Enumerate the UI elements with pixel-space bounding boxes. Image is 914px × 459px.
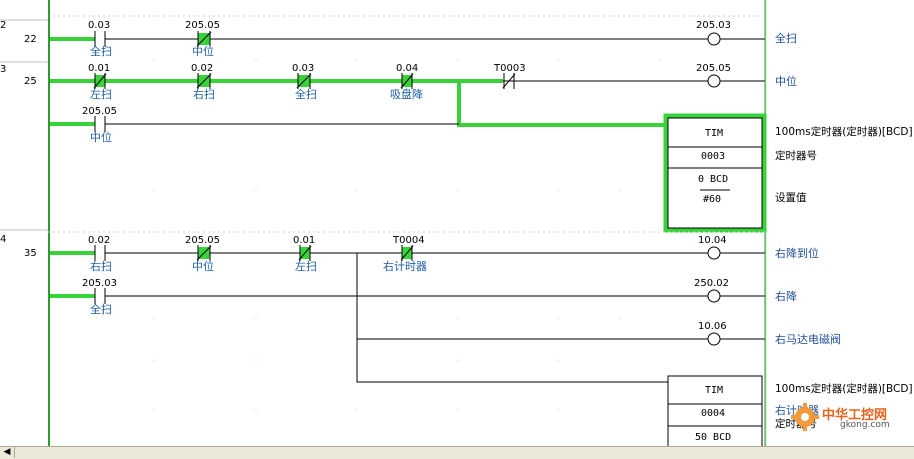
contact-no-0.04[interactable] — [400, 73, 414, 89]
contact-nc-t0004[interactable] — [400, 245, 414, 261]
timer-comment: 100ms定时器(定时器)[BCD] — [775, 382, 913, 395]
contact-no-0.02[interactable] — [196, 73, 212, 89]
timer-number: 0003 — [701, 151, 725, 162]
coil-10.04[interactable] — [707, 246, 721, 260]
rung-step: 22 — [24, 34, 37, 45]
contact-label: 中位 — [192, 44, 214, 58]
timer-set-value: #60 — [703, 194, 721, 205]
timer-set-label: 设置值 — [775, 191, 807, 204]
rung-index: 2 — [0, 20, 6, 31]
contact-no-0.02[interactable] — [94, 245, 106, 261]
rung-index: 3 — [0, 64, 6, 75]
rung-index: 4 — [0, 234, 6, 245]
contact-no-0.03[interactable] — [296, 73, 312, 89]
timer-set-type: 50 BCD — [695, 432, 731, 443]
coil-comment: 中位 — [775, 74, 797, 88]
contact-address: 0.04 — [396, 63, 418, 74]
contact-nc-205.05[interactable] — [196, 245, 212, 261]
contact-label: 左扫 — [90, 88, 112, 101]
timer-comment: 100ms定时器(定时器)[BCD] — [775, 125, 913, 138]
contact-no-0.03[interactable] — [94, 31, 106, 47]
contact-address: T0004 — [392, 235, 425, 246]
grid-dots — [153, 59, 661, 411]
timer-number-label: 定时器号 — [775, 149, 817, 162]
contact-address: 205.05 — [82, 106, 117, 117]
contact-no-205.03[interactable] — [94, 288, 106, 304]
contact-label: 吸盘降 — [390, 87, 423, 101]
contact-address: 0.03 — [88, 20, 110, 31]
contact-nc-205.05[interactable] — [196, 31, 212, 47]
coil-comment: 右降到位 — [775, 246, 819, 260]
contact-label: 右扫 — [193, 87, 215, 101]
watermark: 中华工控网 gkong.com — [790, 400, 910, 440]
contact-no-205.05[interactable] — [94, 116, 106, 132]
rung-step: 25 — [24, 76, 37, 87]
watermark-site-name: 中华工控网 — [822, 408, 888, 423]
contact-nc-t0003[interactable] — [502, 73, 516, 89]
timer-set-type: 0 BCD — [698, 174, 728, 185]
contact-address: T0003 — [493, 63, 526, 74]
timer-block-0004[interactable] — [667, 375, 763, 457]
branch-wire — [356, 253, 668, 383]
coil-comment: 右降 — [775, 289, 797, 303]
coil-10.06[interactable] — [707, 332, 721, 346]
coil-250.02[interactable] — [707, 289, 721, 303]
contact-address: 205.05 — [185, 20, 220, 31]
coil-address: 205.05 — [696, 63, 731, 74]
contact-no-0.01[interactable] — [93, 73, 107, 89]
scroll-left-arrow-icon[interactable]: ◀ — [0, 447, 15, 458]
contact-label: 全扫 — [295, 87, 317, 101]
watermark-url: gkong.com — [840, 420, 890, 430]
gear-logo-icon — [791, 403, 819, 431]
coil-comment: 全扫 — [775, 31, 797, 45]
contact-label: 全扫 — [90, 44, 112, 58]
coil-address: 250.02 — [694, 278, 729, 289]
horizontal-scrollbar[interactable]: ◀ — [0, 446, 914, 459]
contact-address: 0.01 — [88, 63, 110, 74]
rung-step: 35 — [24, 248, 37, 259]
contact-label: 中位 — [192, 259, 214, 273]
contact-address: 0.03 — [292, 63, 314, 74]
coil-address: 10.04 — [698, 235, 727, 246]
timer-name: TIM — [705, 385, 723, 396]
contact-address: 205.03 — [82, 278, 117, 289]
contact-address: 205.05 — [185, 235, 220, 246]
contact-label: 全扫 — [90, 302, 112, 316]
contact-label: 右扫 — [90, 259, 112, 273]
contact-label: 右计时器 — [383, 259, 427, 273]
coil-address: 205.03 — [696, 20, 731, 31]
timer-name: TIM — [705, 128, 723, 139]
coil-address: 10.06 — [698, 321, 727, 332]
contact-address: 0.01 — [293, 235, 315, 246]
contact-address: 0.02 — [88, 235, 110, 246]
timer-block-0003[interactable] — [663, 113, 767, 233]
timer-number: 0004 — [701, 408, 725, 419]
coil-205.03[interactable] — [707, 32, 721, 46]
contact-label: 中位 — [90, 130, 112, 144]
contact-address: 0.02 — [191, 63, 213, 74]
energized-branch — [457, 81, 668, 127]
coil-comment: 右马达电磁阀 — [775, 332, 841, 346]
contact-label: 左扫 — [295, 260, 317, 273]
coil-205.05[interactable] — [707, 74, 721, 88]
contact-nc-0.01[interactable] — [298, 245, 312, 261]
